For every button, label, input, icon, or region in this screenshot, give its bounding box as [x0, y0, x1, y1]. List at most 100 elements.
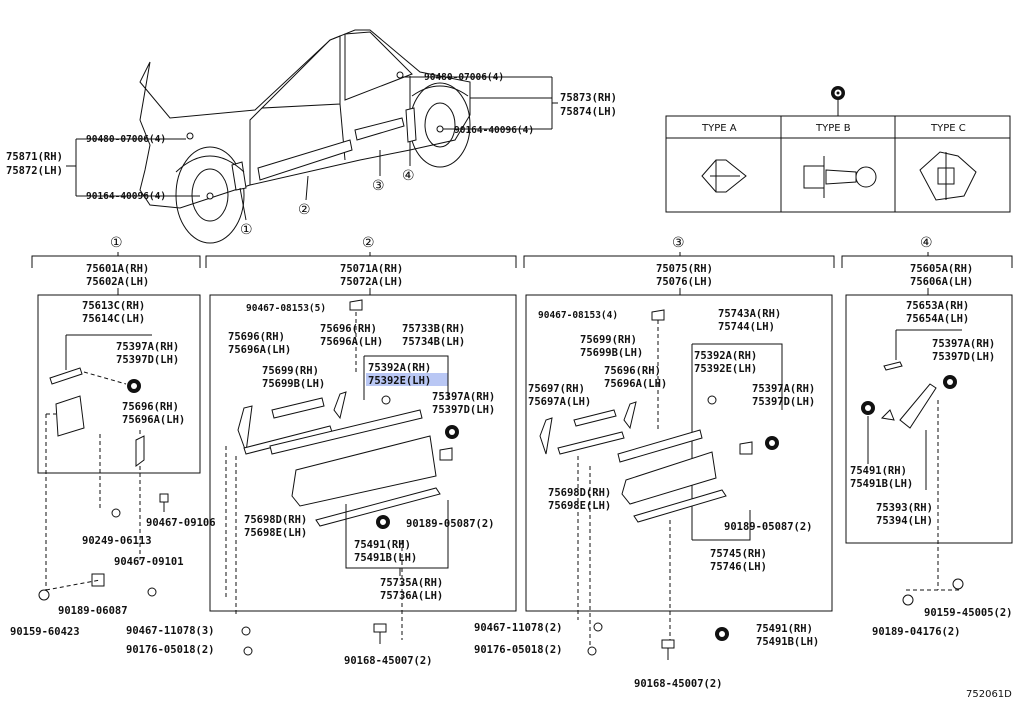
car-marker-1[interactable]: ① [240, 222, 253, 238]
g4-moulding[interactable] [883, 361, 903, 371]
g3-screw[interactable]: 90467-08153(4) [538, 310, 618, 321]
g1-end-piece[interactable] [135, 435, 145, 467]
car-marker-2[interactable]: ② [298, 202, 311, 218]
g1-fastener-3[interactable]: 90467-09101 [114, 556, 184, 568]
g1-fastener-2[interactable]: 90249-06113 [82, 535, 152, 547]
g2-p2-lh[interactable]: 75696A(LH) [320, 336, 383, 348]
g3-p5-rh[interactable]: 75697(RH) [528, 383, 585, 395]
g1-inner-rh[interactable]: 75613C(RH) [82, 300, 145, 312]
g2-bottom-1[interactable]: 90467-11078(3) [126, 625, 215, 637]
clip-type-b-drawing[interactable] [803, 156, 877, 198]
g4-p1-lh[interactable]: 75491B(LH) [850, 478, 913, 490]
rear-part-lh[interactable]: 75874(LH) [560, 106, 617, 118]
g2-moulding-small[interactable] [271, 397, 325, 419]
rear-callout-1[interactable]: 90480-07006(4) [424, 72, 504, 83]
g2-p6-rh[interactable]: 75397A(RH) [432, 391, 495, 403]
g3-p6-lh[interactable]: 75397D(LH) [752, 396, 815, 408]
g3-p3-rh[interactable]: 75392A(RH) [694, 350, 757, 362]
g2-screw[interactable]: 90467-08153(5) [246, 303, 326, 314]
g2-p6-lh[interactable]: 75397D(LH) [432, 404, 495, 416]
g4-trim-piece[interactable] [899, 383, 937, 429]
g4-inner-lh[interactable]: 75654A(LH) [906, 313, 969, 325]
g3-moulding-lower[interactable] [557, 431, 625, 455]
g1-bracket[interactable] [55, 395, 85, 437]
g1-fastener-5[interactable]: 90159-60423 [10, 626, 80, 638]
g2-bottom-3[interactable]: 90168-45007(2) [344, 655, 433, 667]
g2-rocker-strip[interactable] [315, 487, 441, 527]
g1-clip-lh[interactable]: 75397D(LH) [116, 354, 179, 366]
g1-main-lh[interactable]: 75602A(LH) [86, 276, 149, 288]
g2-p4-rh[interactable]: 75699(RH) [262, 365, 319, 377]
g1-piece-rh[interactable]: 75696(RH) [122, 401, 179, 413]
g4-inner-rh[interactable]: 75653A(RH) [906, 300, 969, 312]
clip-type-c-drawing[interactable] [919, 151, 977, 201]
g3-moulding-small[interactable] [573, 409, 617, 427]
g2-p3-rh[interactable]: 75733B(RH) [402, 323, 465, 335]
g2-p7-lh[interactable]: 75698E(LH) [244, 527, 307, 539]
g3-p2-lh[interactable]: 75744(LH) [718, 321, 775, 333]
car-marker-3[interactable]: ③ [372, 178, 385, 194]
g2-p7-rh[interactable]: 75698D(RH) [244, 514, 307, 526]
g2-p5-rh[interactable]: 75392A(RH) [368, 362, 431, 374]
g1-fastener-4[interactable]: 90189-06087 [58, 605, 128, 617]
g1-piece-lh[interactable]: 75696A(LH) [122, 414, 185, 426]
g2-p8-rh[interactable]: 75491(RH) [354, 539, 411, 551]
clip-type-a-drawing[interactable] [701, 159, 747, 193]
g2-main-rh[interactable]: 75071A(RH) [340, 263, 403, 275]
g1-inner-lh[interactable]: 75614C(LH) [82, 313, 145, 325]
g1-main-rh[interactable]: 75601A(RH) [86, 263, 149, 275]
g3-p3-lh[interactable]: 75392E(LH) [694, 363, 757, 375]
g3-bottom-3[interactable]: 90168-45007(2) [634, 678, 723, 690]
g2-p5-lh[interactable]: 75392E(LH) [368, 375, 431, 387]
g3-p7-rh[interactable]: 75698D(RH) [548, 487, 611, 499]
g2-main-lh[interactable]: 75072A(LH) [340, 276, 403, 288]
g3-p1-rh[interactable]: 75699(RH) [580, 334, 637, 346]
g4-clip-rh[interactable]: 75397A(RH) [932, 338, 995, 350]
g1-fastener-1[interactable]: 90467-09106 [146, 517, 216, 529]
g2-clip[interactable]: 90189-05087(2) [406, 518, 495, 530]
g4-p1-rh[interactable]: 75491(RH) [850, 465, 907, 477]
front-part-rh[interactable]: 75871(RH) [6, 151, 63, 163]
g2-p8-lh[interactable]: 75491B(LH) [354, 552, 417, 564]
g3-p4-lh[interactable]: 75696A(LH) [604, 378, 667, 390]
g3-main-rh[interactable]: 75075(RH) [656, 263, 713, 275]
front-callout-1[interactable]: 90480-07006(4) [86, 134, 166, 145]
g2-p3-lh[interactable]: 75734B(LH) [402, 336, 465, 348]
front-part-lh[interactable]: 75872(LH) [6, 165, 63, 177]
group4-marker[interactable]: ④ [920, 235, 933, 251]
g2-p2-rh[interactable]: 75696(RH) [320, 323, 377, 335]
g3-p5-lh[interactable]: 75697A(LH) [528, 396, 591, 408]
g4-clip-lh[interactable]: 75397D(LH) [932, 351, 995, 363]
g2-p9-lh[interactable]: 75736A(LH) [380, 590, 443, 602]
car-marker-4[interactable]: ④ [402, 168, 415, 184]
g4-main-rh[interactable]: 75605A(RH) [910, 263, 973, 275]
g2-p1-rh[interactable]: 75696(RH) [228, 331, 285, 343]
g2-rocker-panel[interactable] [291, 435, 437, 507]
g2-p4-lh[interactable]: 75699B(LH) [262, 378, 325, 390]
g3-end-cap-2[interactable] [623, 401, 637, 430]
g1-moulding[interactable] [49, 367, 83, 385]
g2-bottom-2[interactable]: 90176-05018(2) [126, 644, 215, 656]
g3-p8-lh[interactable]: 75746(LH) [710, 561, 767, 573]
g4-p2-lh[interactable]: 75394(LH) [876, 515, 933, 527]
group2-marker[interactable]: ② [362, 235, 375, 251]
g3-p6-rh[interactable]: 75397A(RH) [752, 383, 815, 395]
g2-end-cap-2[interactable] [333, 391, 347, 420]
front-callout-2[interactable]: 90164-40096(4) [86, 191, 166, 202]
group1-marker[interactable]: ① [110, 235, 123, 251]
g4-main-lh[interactable]: 75606A(LH) [910, 276, 973, 288]
g4-bottom-1[interactable]: 90159-45005(2) [924, 607, 1013, 619]
g2-end-cap-1[interactable] [237, 405, 253, 453]
g3-moulding-main[interactable] [617, 429, 703, 463]
g3-end-cap-1[interactable] [539, 417, 553, 455]
g3-clip[interactable]: 90189-05087(2) [724, 521, 813, 533]
g3-bottom-2[interactable]: 90176-05018(2) [474, 644, 563, 656]
g1-clip-rh[interactable]: 75397A(RH) [116, 341, 179, 353]
g3-p9-rh[interactable]: 75491(RH) [756, 623, 813, 635]
g3-p7-lh[interactable]: 75698E(LH) [548, 500, 611, 512]
g3-rocker-panel[interactable] [621, 451, 717, 505]
group3-marker[interactable]: ③ [672, 235, 685, 251]
g2-moulding-main[interactable] [269, 409, 423, 455]
g4-bottom-2[interactable]: 90189-04176(2) [872, 626, 961, 638]
g2-p1-lh[interactable]: 75696A(LH) [228, 344, 291, 356]
